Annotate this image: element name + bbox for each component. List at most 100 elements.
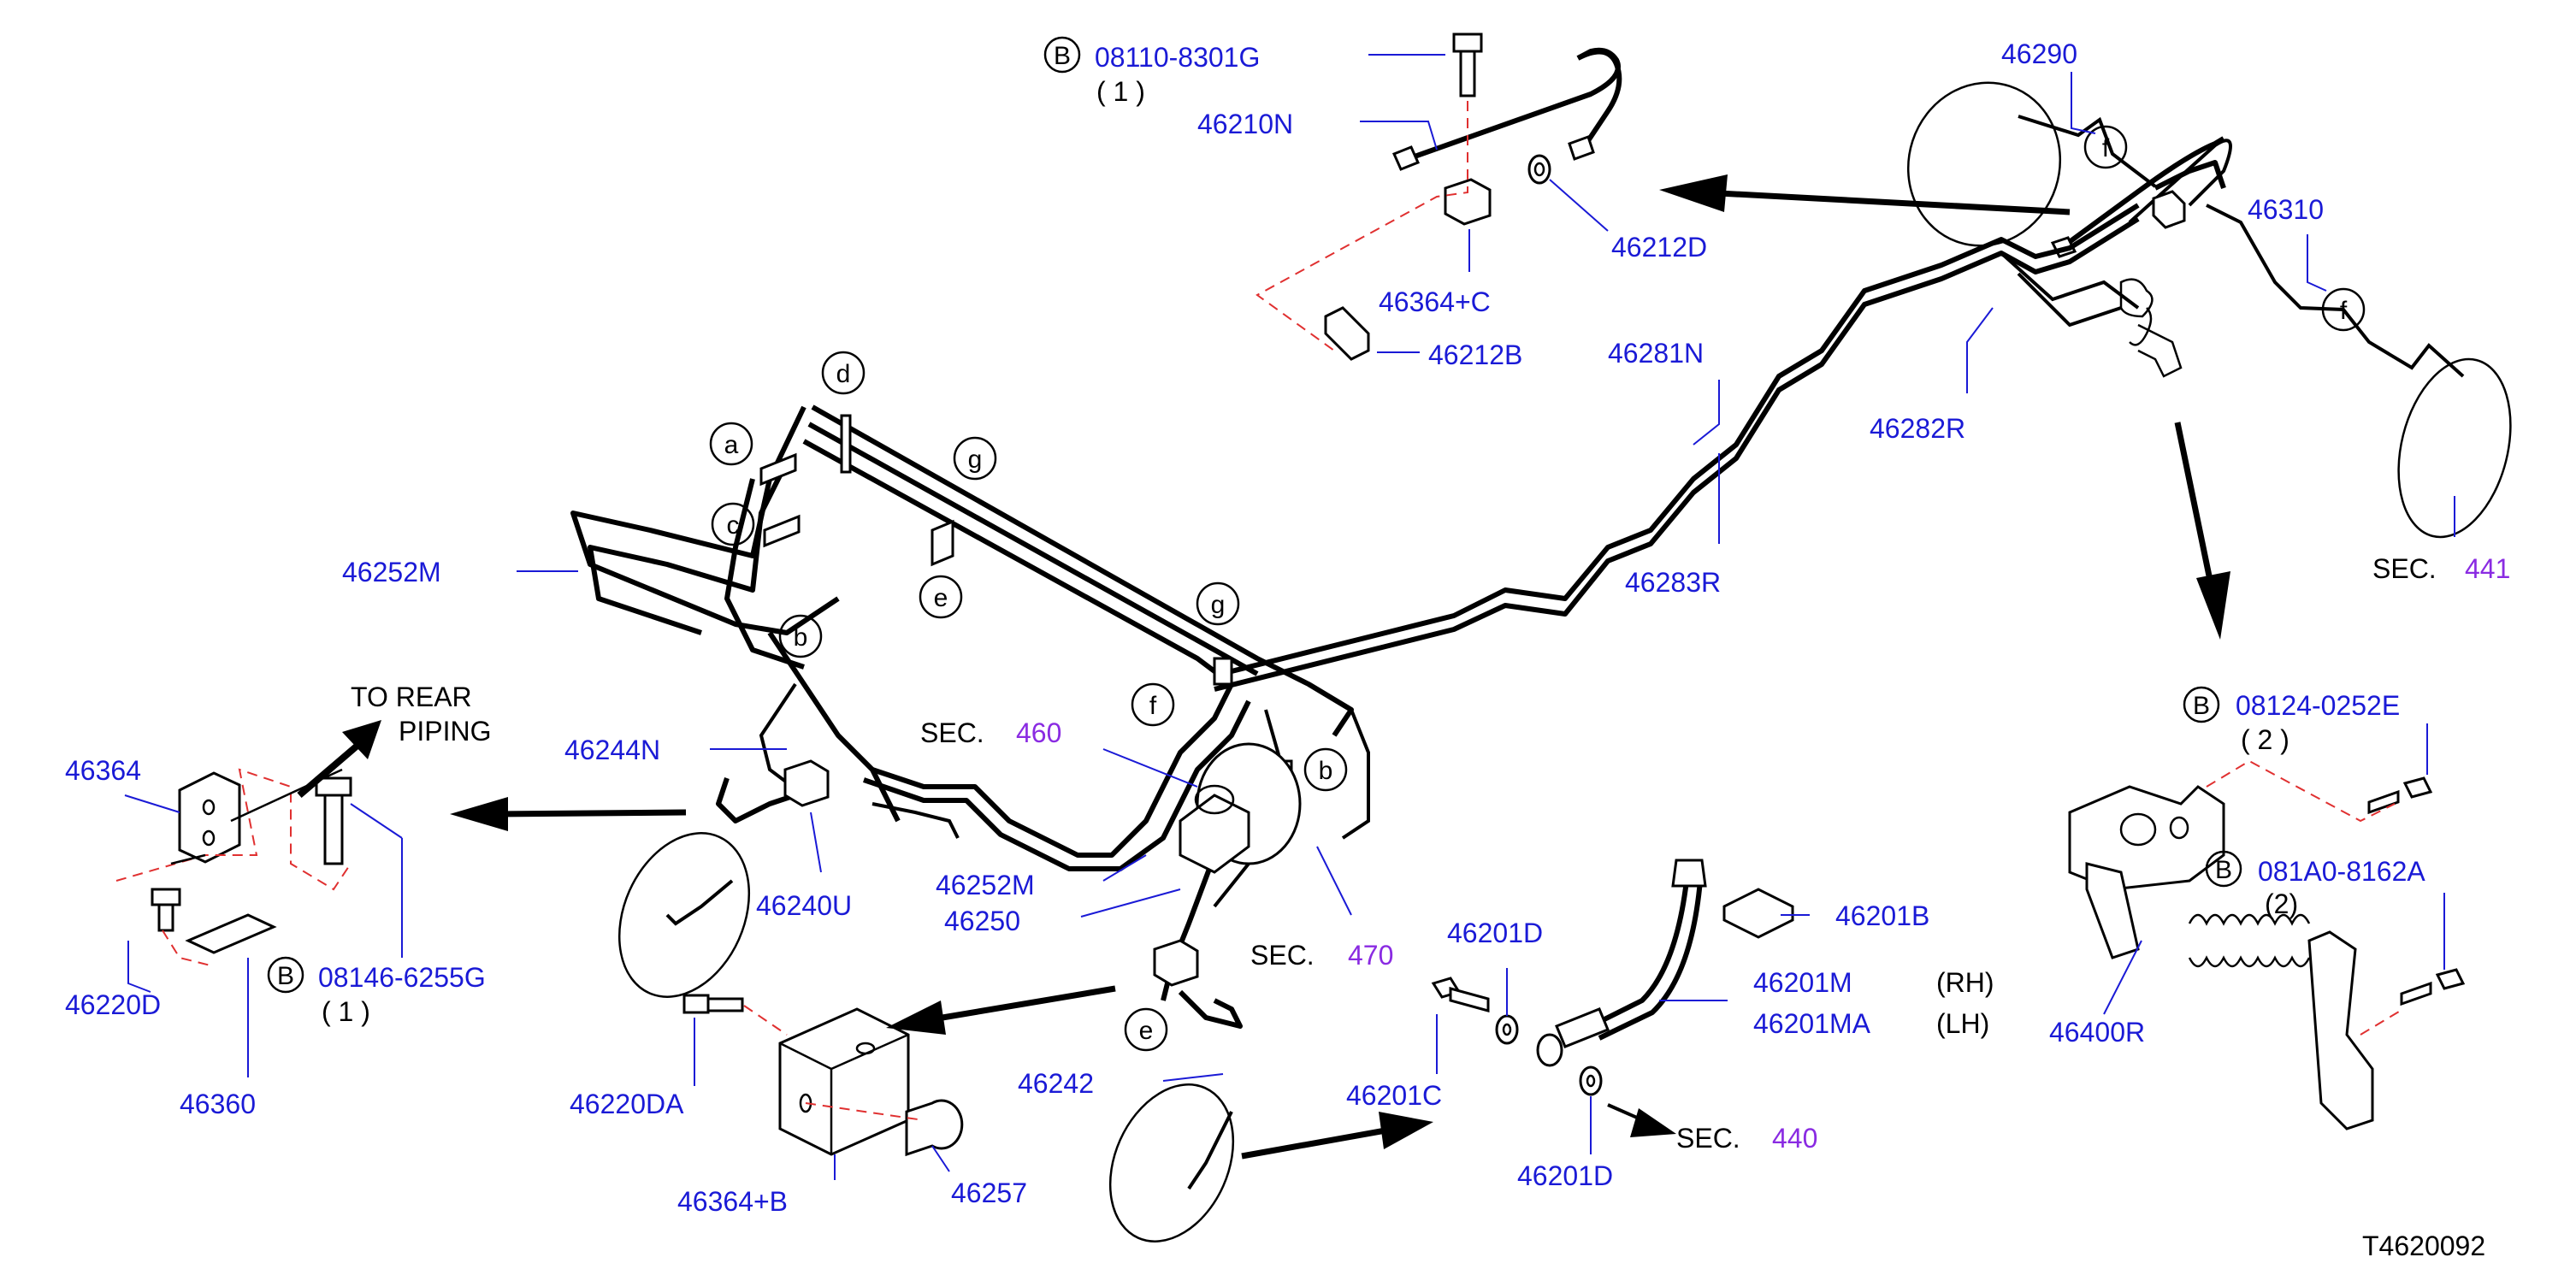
assembly-rear-hoses xyxy=(1906,81,2512,539)
label-46220D: 46220D xyxy=(65,989,161,1020)
qty-label-1a: ( 1 ) xyxy=(1096,76,1145,107)
to-rear-text: TO REAR xyxy=(351,682,472,712)
callout-c: c xyxy=(727,511,740,540)
assembly-46201M xyxy=(1431,859,1794,1096)
assembly-46364B xyxy=(682,994,964,1157)
label-081A0-8162A: 081A0-8162A xyxy=(2258,856,2425,887)
main-pipes xyxy=(1214,203,2140,692)
label-46283R: 46283R xyxy=(1625,567,1721,598)
sec-ref-440: 440 xyxy=(1772,1123,1817,1154)
bolt-icon xyxy=(706,997,744,1012)
label-46250: 46250 xyxy=(944,906,1020,936)
arrow-small-icon xyxy=(1630,1108,1676,1137)
bolt-shank-icon xyxy=(1459,50,1476,97)
arrow-up-right-icon xyxy=(342,720,381,759)
bracket-icon xyxy=(185,913,277,954)
clip-icon xyxy=(1722,888,1794,939)
label-46364B: 46364+B xyxy=(677,1186,788,1217)
callout-f-1: f xyxy=(2102,134,2110,162)
label-46364: 46364 xyxy=(65,755,141,786)
lh-text: (LH) xyxy=(1936,1008,1989,1039)
arrow-left-icon xyxy=(1659,174,1728,212)
spring-icon xyxy=(2188,913,2311,968)
label-46210N: 46210N xyxy=(1197,109,1293,139)
label-46240U: 46240U xyxy=(756,890,852,921)
label-08110-8301G: 08110-8301G xyxy=(1095,42,1260,73)
label-46242: 46242 xyxy=(1018,1068,1094,1099)
bolt-icon xyxy=(323,794,344,865)
label-46257: 46257 xyxy=(951,1178,1027,1208)
diagram-id: T4620092 xyxy=(2362,1231,2485,1261)
label-46252M-b: 46252M xyxy=(936,870,1035,900)
spacer-icon xyxy=(905,1099,964,1157)
callout-g-2: g xyxy=(1211,591,1226,619)
sec-ref-460: 460 xyxy=(1016,717,1061,748)
arrow-right-icon xyxy=(1379,1112,1433,1149)
label-46201M: 46201M xyxy=(1753,967,1852,998)
label-46290: 46290 xyxy=(2001,38,2077,69)
label-46281N: 46281N xyxy=(1608,338,1704,369)
qty-label-1b: ( 1 ) xyxy=(322,996,370,1027)
lever-arm-icon xyxy=(2085,862,2140,959)
label-08124-0252E: 08124-0252E xyxy=(2236,690,2400,721)
label-46310: 46310 xyxy=(2248,194,2324,225)
sec-ref-441: 441 xyxy=(2465,553,2510,584)
label-46201D-a: 46201D xyxy=(1447,918,1543,948)
callout-f-3: f xyxy=(1149,692,1157,720)
connector-block-icon xyxy=(1444,178,1492,226)
callout-B-2: B xyxy=(277,962,294,990)
sec-text-441: SEC. xyxy=(2372,553,2437,584)
assembly-46400R xyxy=(2068,759,2466,1130)
callout-B-3: B xyxy=(2193,692,2210,720)
qty-label-2b: (2) xyxy=(2265,888,2298,919)
label-46201C: 46201C xyxy=(1346,1080,1442,1111)
label-46244N: 46244N xyxy=(564,735,660,765)
sec-text-470: SEC. xyxy=(1250,940,1315,971)
arrow-left-icon xyxy=(886,1000,946,1035)
bolt-icon xyxy=(1449,987,1490,1012)
qty-label-2a: ( 2 ) xyxy=(2241,724,2289,755)
callout-g-1: g xyxy=(968,446,983,474)
clip-icon xyxy=(1324,306,1370,361)
label-46360: 46360 xyxy=(180,1089,256,1119)
callout-a: a xyxy=(724,431,739,459)
arrow-down-icon xyxy=(2196,571,2230,640)
sec-text-440: SEC. xyxy=(1676,1123,1740,1154)
callout-e-1: e xyxy=(934,584,948,612)
bracket-icon xyxy=(2307,930,2374,1130)
label-46364C: 46364+C xyxy=(1379,286,1491,317)
rh-text: (RH) xyxy=(1936,967,1994,998)
callout-f-2: f xyxy=(2340,297,2348,325)
label-46400R: 46400R xyxy=(2049,1017,2145,1048)
callout-d: d xyxy=(836,360,851,388)
piping-text: PIPING xyxy=(399,716,491,747)
assembly-46364 xyxy=(115,768,352,967)
callout-e-2: e xyxy=(1139,1017,1154,1045)
callout-B-4: B xyxy=(2215,856,2232,884)
callout-b-1: b xyxy=(794,623,808,652)
callout-B-1: B xyxy=(1054,42,1071,70)
bolt-icon xyxy=(2367,789,2400,815)
hose-fitting-icon xyxy=(1671,859,1707,888)
bolt-icon xyxy=(2400,981,2432,1006)
label-46220DA: 46220DA xyxy=(570,1089,684,1119)
label-46252M-a: 46252M xyxy=(342,557,441,587)
label-46201MA: 46201MA xyxy=(1753,1008,1871,1039)
sec-text-460: SEC. xyxy=(920,717,984,748)
assembly-46210N xyxy=(1256,32,1622,361)
callout-b-2: b xyxy=(1319,757,1333,785)
front-pipe-bundle xyxy=(570,404,1370,1242)
label-46212B: 46212B xyxy=(1428,339,1522,370)
label-08146-6255G: 08146-6255G xyxy=(318,962,486,993)
sec-ref-470: 470 xyxy=(1348,940,1393,971)
junction-block-icon xyxy=(178,771,241,864)
label-46201D-b: 46201D xyxy=(1517,1160,1613,1191)
label-46201B: 46201B xyxy=(1835,900,1929,931)
arrow-left-icon xyxy=(450,797,508,831)
label-46282R: 46282R xyxy=(1870,413,1965,444)
block-icon xyxy=(778,1007,910,1156)
bolt-icon xyxy=(1452,32,1483,53)
label-46212D: 46212D xyxy=(1611,232,1707,263)
